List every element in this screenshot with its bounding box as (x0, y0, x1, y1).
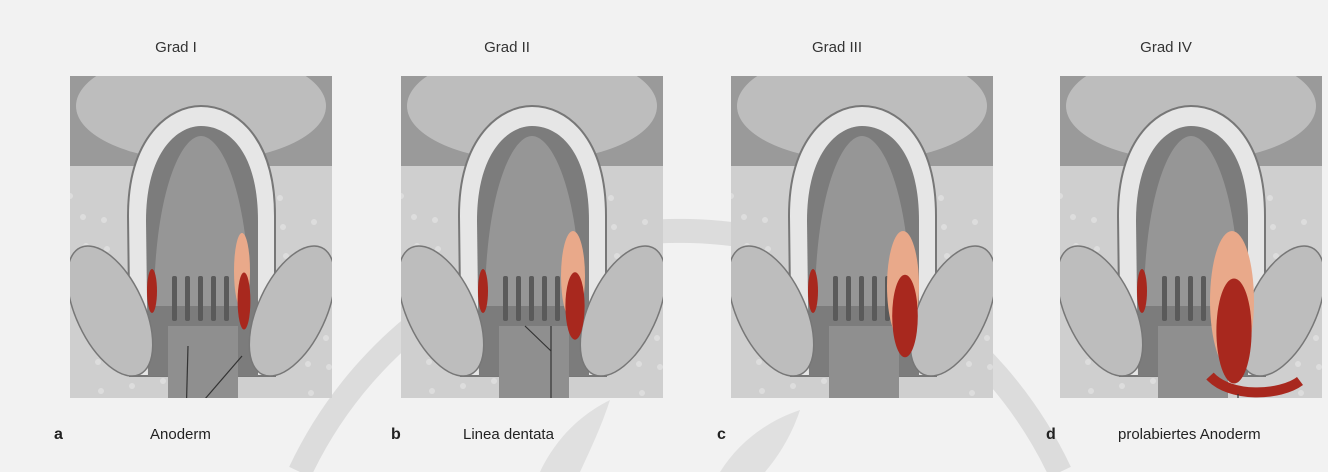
panel-letter: c (717, 426, 726, 444)
anatomy-illustration (401, 76, 663, 398)
hemorrhoid-plexus-left (478, 269, 488, 313)
anal-column (846, 276, 851, 321)
anal-column (542, 276, 547, 321)
grade-title: Grad I (26, 39, 326, 56)
hemorrhoid (1216, 279, 1251, 384)
anal-column (198, 276, 203, 321)
panel-grade-1: Grad I a Anoderm (26, 0, 326, 472)
anal-column (872, 276, 877, 321)
anal-column (516, 276, 521, 321)
anal-column (172, 276, 177, 321)
anatomy-illustration (70, 76, 332, 398)
hemorrhoid (565, 272, 584, 340)
grade-title: Grad IV (1016, 39, 1316, 56)
anal-column (185, 276, 190, 321)
annotation-label: prolabiertes Anoderm (1118, 426, 1261, 443)
anatomy-illustration (1060, 76, 1322, 398)
anal-column (1162, 276, 1167, 321)
anal-column (224, 276, 229, 321)
hemorrhoid (238, 273, 251, 330)
grade-title: Grad II (357, 39, 657, 56)
panel-letter: a (54, 426, 63, 444)
anal-column (211, 276, 216, 321)
anal-column (1188, 276, 1193, 321)
grade-title: Grad III (687, 39, 987, 56)
anal-column (833, 276, 838, 321)
anal-column (529, 276, 534, 321)
hemorrhoid-plexus-left (147, 269, 157, 313)
annotation-label: Anoderm (150, 426, 211, 443)
anal-column (555, 276, 560, 321)
panel-letter: b (391, 426, 401, 444)
anal-column (859, 276, 864, 321)
anal-canal (829, 326, 899, 398)
hemorrhoid-plexus-left (808, 269, 818, 313)
panel-letter: d (1046, 426, 1056, 444)
hemorrhoid (892, 275, 918, 358)
annotation-label: Linea dentata (463, 426, 554, 443)
panel-grade-3: Grad III c (687, 0, 987, 472)
panel-grade-4: Grad IV d prolabiertes Anoderm (1016, 0, 1316, 472)
anal-canal (168, 326, 238, 398)
anal-column (1175, 276, 1180, 321)
hemorrhoid-plexus-left (1137, 269, 1147, 313)
anal-column (1201, 276, 1206, 321)
anatomy-illustration (731, 76, 993, 398)
anal-canal (499, 326, 569, 398)
panel-grade-2: Grad II b Linea dentata (357, 0, 657, 472)
anal-column (503, 276, 508, 321)
